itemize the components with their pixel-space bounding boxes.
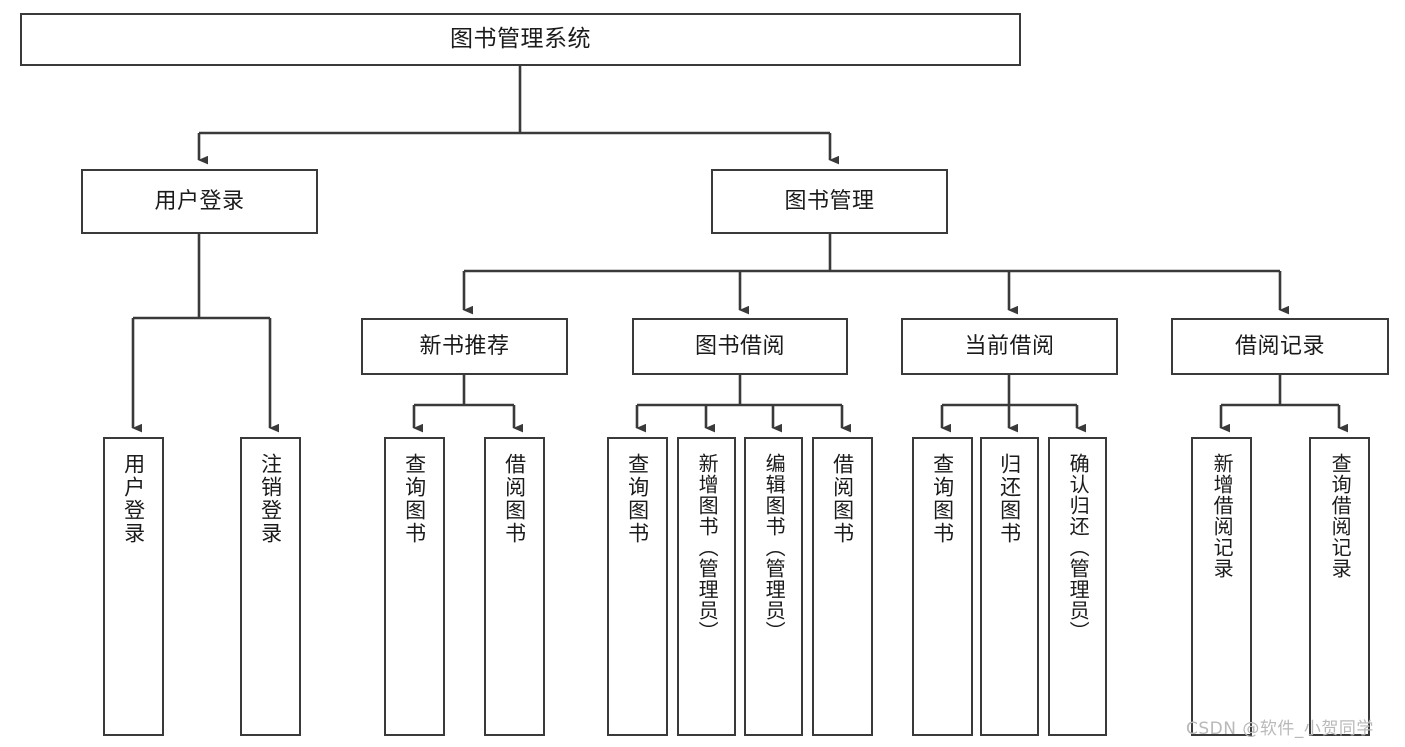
leaf-confirm-return-admin[interactable]: 确认归还（管理员） [1048,437,1107,736]
leaf-query-borrow-record[interactable]: 查询借阅记录 [1309,437,1370,736]
node-user-login[interactable]: 用户登录 [81,169,318,234]
node-user-login-label: 用户登录 [154,188,245,214]
node-borrow-record-label: 借阅记录 [1234,333,1325,359]
node-new-book-recommend-label: 新书推荐 [419,333,510,359]
node-book-management-label: 图书管理 [784,188,875,214]
leaf-add-book-admin[interactable]: 新增图书（管理员） [677,437,736,736]
node-book-borrow-label: 图书借阅 [694,333,785,359]
leaf-return-book[interactable]: 归还图书 [980,437,1039,736]
leaf-logout-login[interactable]: 注销登录 [240,437,301,736]
leaf-query-book-1[interactable]: 查询图书 [384,437,445,736]
leaf-query-book-2[interactable]: 查询图书 [607,437,668,736]
csdn-watermark: CSDN @软件_小贺同学 [1186,719,1374,739]
node-current-borrow-label: 当前借阅 [964,333,1055,359]
leaf-borrow-book-1-label: 借阅图书 [502,453,527,545]
leaf-add-borrow-record-label: 新增借阅记录 [1210,453,1235,579]
node-book-management[interactable]: 图书管理 [711,169,948,234]
leaf-query-borrow-record-label: 查询借阅记录 [1328,453,1353,579]
leaf-add-borrow-record[interactable]: 新增借阅记录 [1191,437,1252,736]
node-borrow-record[interactable]: 借阅记录 [1171,318,1389,375]
node-book-borrow[interactable]: 图书借阅 [632,318,848,375]
leaf-edit-book-admin[interactable]: 编辑图书（管理员） [744,437,803,736]
leaf-logout-login-label: 注销登录 [258,453,283,545]
leaf-borrow-book-2-label: 借阅图书 [830,453,855,545]
leaf-query-book-3-label: 查询图书 [930,453,955,545]
node-current-borrow[interactable]: 当前借阅 [901,318,1118,375]
leaf-query-book-1-label: 查询图书 [402,453,427,545]
node-root-label: 图书管理系统 [450,25,591,52]
leaf-edit-book-admin-label: 编辑图书（管理员） [762,453,787,642]
leaf-query-book-2-label: 查询图书 [625,453,650,545]
node-new-book-recommend[interactable]: 新书推荐 [361,318,568,375]
leaf-return-book-label: 归还图书 [997,453,1022,545]
leaf-query-book-3[interactable]: 查询图书 [912,437,973,736]
leaf-add-book-admin-label: 新增图书（管理员） [695,453,720,642]
leaf-user-login[interactable]: 用户登录 [103,437,164,736]
leaf-borrow-book-1[interactable]: 借阅图书 [484,437,545,736]
leaf-borrow-book-2[interactable]: 借阅图书 [812,437,873,736]
leaf-user-login-label: 用户登录 [121,453,146,545]
node-root[interactable]: 图书管理系统 [20,13,1021,66]
leaf-confirm-return-admin-label: 确认归还（管理员） [1066,453,1091,642]
